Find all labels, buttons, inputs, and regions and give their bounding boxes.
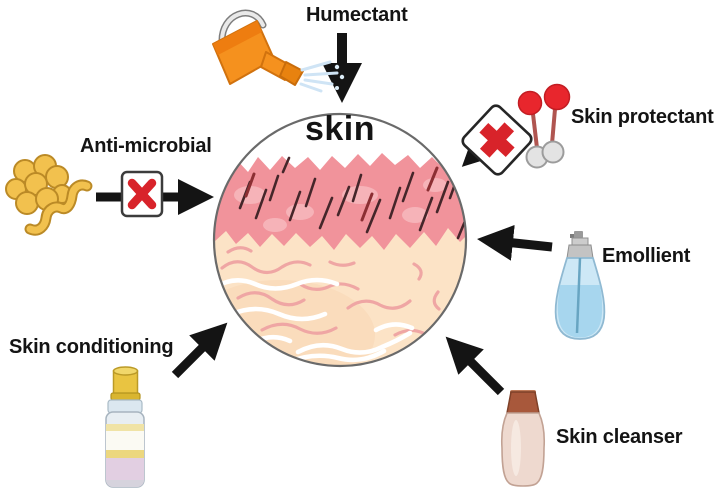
conditioner-bottle-icon [105, 366, 145, 488]
no-sign-icon [461, 104, 533, 176]
skin-conditioning-arrow [171, 322, 228, 379]
emollient-label: Emollient [602, 245, 691, 267]
skin-circle-outline [212, 112, 468, 368]
skin-protectant-label: Skin protectant [571, 106, 714, 128]
humectant-label: Humectant [306, 4, 408, 26]
water-spray [299, 60, 339, 93]
spray-bottle-icon [554, 231, 606, 340]
molecule-icon [517, 83, 571, 169]
anti-microbial-label: Anti-microbial [80, 135, 212, 157]
bacteria-icon [5, 154, 93, 236]
dermis-squiggles [220, 246, 441, 337]
emollient-arrow [477, 224, 553, 261]
skin-cleanser-arrow [445, 336, 505, 396]
cross-box-icon [120, 170, 164, 218]
cleanser-bottle-icon [500, 390, 546, 487]
hair-slashes-red [244, 166, 439, 222]
skin-circle-illustration [212, 112, 468, 368]
watering-can-icon [212, 9, 345, 93]
skin-conditioning-label: Skin conditioning [9, 336, 174, 358]
skin-center-label: skin [304, 110, 376, 148]
skin-cleanser-label: Skin cleanser [556, 426, 683, 448]
hair-slashes [238, 156, 466, 240]
